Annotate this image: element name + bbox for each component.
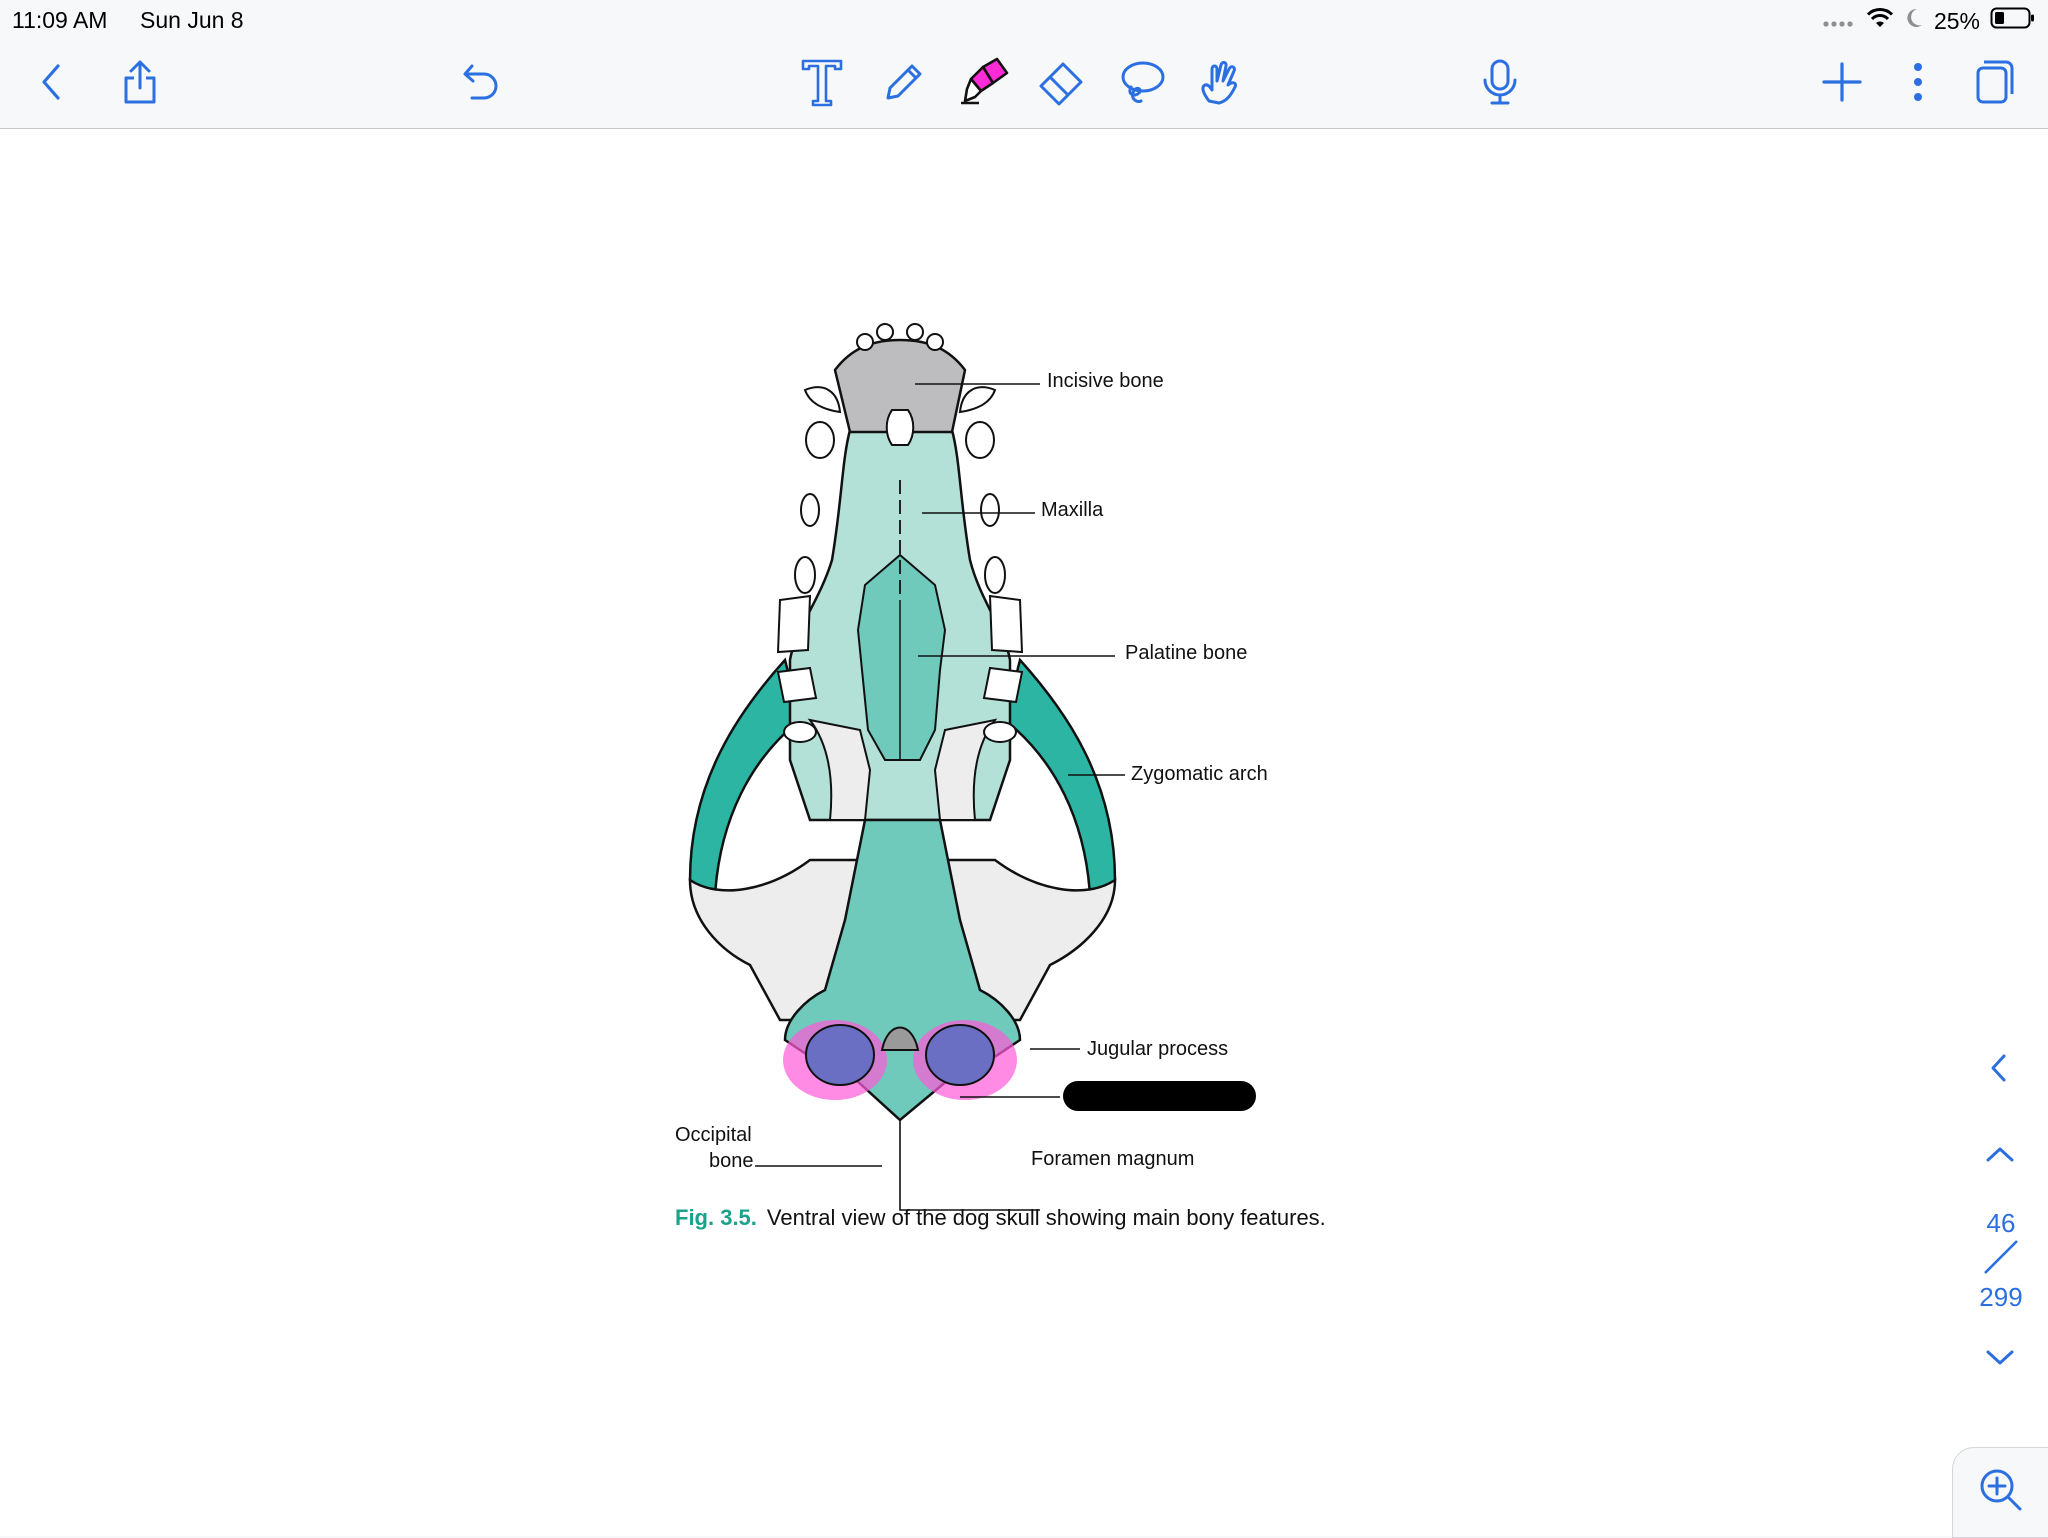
eraser-icon xyxy=(1037,58,1087,111)
pen-button[interactable] xyxy=(874,54,934,114)
redaction-marker[interactable] xyxy=(1063,1081,1256,1111)
label-incisive-bone: Incisive bone xyxy=(1047,370,1164,392)
text-tool-icon xyxy=(799,57,845,112)
status-time: 11:09 AM xyxy=(12,7,108,33)
next-page-button[interactable] xyxy=(1982,1342,2018,1377)
label-zygomatic-arch: Zygomatic arch xyxy=(1131,763,1268,785)
annotation-toolbar xyxy=(0,44,2048,129)
highlighter-icon xyxy=(957,57,1011,112)
dog-skull-illustration xyxy=(688,323,1125,1211)
hand-tool-button[interactable] xyxy=(1190,54,1250,114)
battery-icon xyxy=(1990,6,2036,36)
undo-button[interactable] xyxy=(452,54,512,114)
hand-icon xyxy=(1195,57,1245,112)
share-button[interactable] xyxy=(110,54,170,114)
page-indicator[interactable]: 46 299 xyxy=(1975,1208,2027,1313)
microphone-icon xyxy=(1480,58,1520,111)
collapse-sidebar-button[interactable] xyxy=(1982,1050,2018,1091)
lasso-icon xyxy=(1117,57,1167,112)
label-occipital-bone: bone xyxy=(709,1150,754,1172)
signal-dots-icon xyxy=(1822,8,1856,35)
status-date: Sun Jun 8 xyxy=(140,7,244,33)
share-icon xyxy=(118,58,162,111)
label-jugular-process: Jugular process xyxy=(1087,1038,1229,1060)
more-icon xyxy=(1911,60,1925,109)
back-icon xyxy=(34,60,70,109)
page-divider xyxy=(1984,1240,2018,1274)
status-right: 25% xyxy=(1822,6,2036,36)
status-bar: 11:09 AM Sun Jun 8 25% xyxy=(0,0,2048,44)
zoom-button[interactable] xyxy=(1952,1447,2048,1538)
add-icon xyxy=(1820,60,1864,109)
battery-percent: 25% xyxy=(1933,7,1980,34)
wifi-icon xyxy=(1866,7,1894,35)
previous-page-button[interactable] xyxy=(1982,1140,2018,1175)
microphone-button[interactable] xyxy=(1470,54,1530,114)
label-occipital: Occipital xyxy=(675,1124,752,1146)
moon-icon xyxy=(1904,7,1924,35)
undo-icon xyxy=(460,60,504,109)
text-tool-button[interactable] xyxy=(792,54,852,114)
caption-figure-number: Fig. 3.5. xyxy=(675,1205,757,1230)
label-foramen-magnum: Foramen magnum xyxy=(1031,1148,1195,1170)
document-page[interactable]: Incisive bone Maxilla Palatine bone Zygo… xyxy=(0,129,2048,1536)
add-button[interactable] xyxy=(1812,54,1872,114)
eraser-button[interactable] xyxy=(1032,54,1092,114)
back-button[interactable] xyxy=(22,54,82,114)
chevron-down-icon xyxy=(1982,1350,2018,1376)
zoom-in-icon xyxy=(1978,1467,2024,1518)
label-palatine-bone: Palatine bone xyxy=(1125,642,1248,664)
chevron-up-icon xyxy=(1982,1147,2018,1174)
pages-icon xyxy=(1972,58,2016,111)
label-maxilla: Maxilla xyxy=(1041,499,1104,521)
pages-button[interactable] xyxy=(1964,54,2024,114)
pen-icon xyxy=(880,58,928,111)
caption-text: Ventral view of the dog skull showing ma… xyxy=(766,1205,1326,1230)
lasso-button[interactable] xyxy=(1112,54,1172,114)
figure-caption: Fig. 3.5. Ventral view of the dog skull s… xyxy=(675,1205,1326,1231)
more-button[interactable] xyxy=(1888,54,1948,114)
chevron-left-icon xyxy=(1982,1054,2018,1090)
highlighter-button[interactable] xyxy=(954,54,1014,114)
total-page-number: 299 xyxy=(1979,1282,2023,1312)
current-page-number: 46 xyxy=(1986,1208,2016,1238)
